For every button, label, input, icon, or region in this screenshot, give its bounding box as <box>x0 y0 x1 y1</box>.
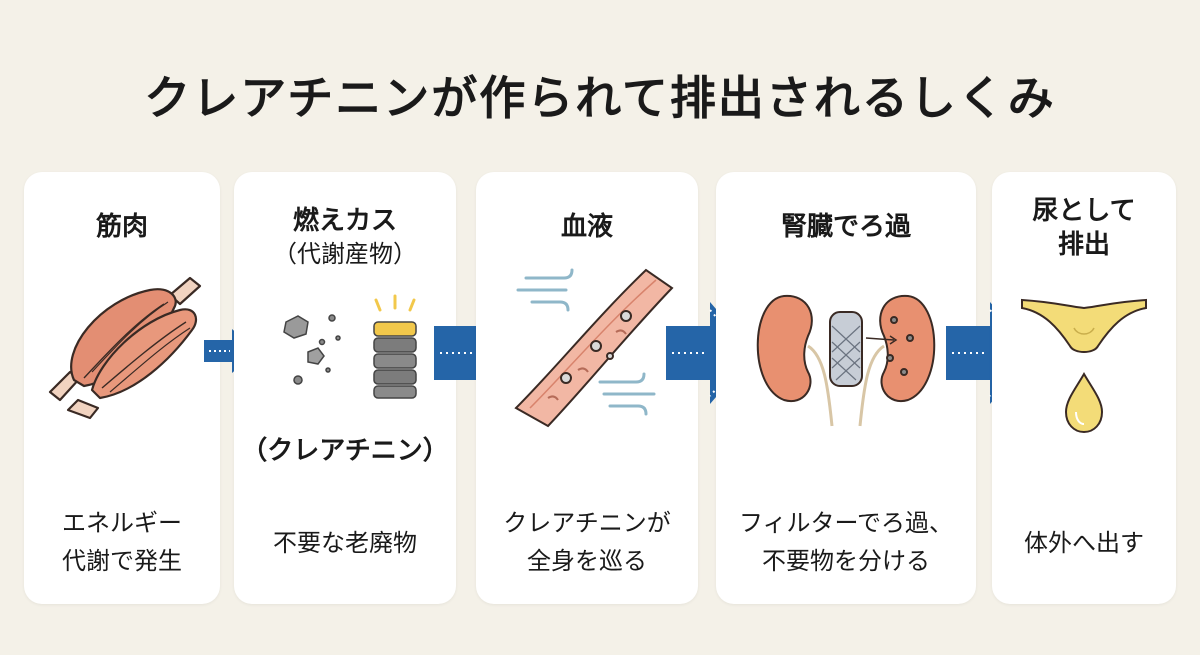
step-title-waste: 燃えカス <box>292 206 397 236</box>
step-card-kidney: 腎臓でろ過 フィルターでろ過、 不要物を分ける <box>716 172 976 604</box>
step-card-blood: 血液 クレアチニンが 全身を巡る <box>476 172 698 604</box>
step-subtitle-waste: （代謝産物） <box>273 240 417 268</box>
step-title-urine: 尿として 排出 <box>1032 196 1136 260</box>
step-card-urine: 尿として 排出 体外へ出す <box>992 172 1176 604</box>
kidney-filter-icon <box>756 294 936 427</box>
waste-particles-icon <box>283 294 417 399</box>
blood-vessel-icon <box>514 268 674 428</box>
step-desc-muscle: エネルギー 代謝で発生 <box>62 509 182 575</box>
step-desc-waste: 不要な老廃物 <box>273 529 417 557</box>
step-title-muscle: 筋肉 <box>95 212 148 242</box>
page-title: クレアチニンが作られて排出されるしくみ <box>144 71 1056 125</box>
step-title-blood: 血液 <box>560 212 613 242</box>
step-desc-kidney: フィルターでろ過、 不要物を分ける <box>738 509 954 575</box>
step-card-muscle: 筋肉 エネルギー 代謝で発生 <box>24 172 220 604</box>
step-desc-urine: 体外へ出す <box>1024 529 1144 557</box>
step-title-kidney: 腎臓でろ過 <box>780 212 911 242</box>
urine-drop-icon <box>1021 298 1147 434</box>
step-desc-blood: クレアチニンが 全身を巡る <box>503 509 671 575</box>
step-card-waste: 燃えカス （代謝産物） （クレアチニン） 不要な老廃物 <box>234 172 456 604</box>
muscle-icon <box>48 276 202 420</box>
creatinine-label: （クレアチニン） <box>241 436 449 466</box>
